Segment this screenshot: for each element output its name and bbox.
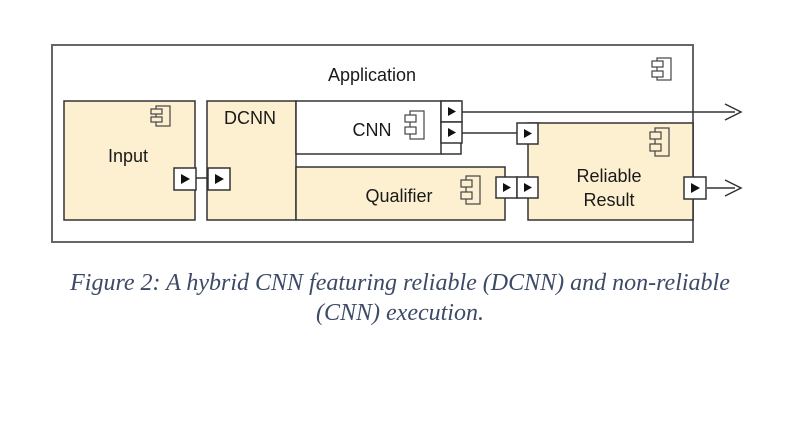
application-label: Application bbox=[328, 65, 416, 85]
play-triangle-icon bbox=[181, 174, 190, 184]
reliable-result-component: Reliable Result bbox=[527, 122, 694, 221]
input-component: Input bbox=[63, 100, 196, 221]
play-triangle-icon bbox=[524, 183, 532, 192]
component-icon bbox=[404, 110, 425, 140]
play-triangle-icon bbox=[448, 128, 456, 137]
play-triangle-icon bbox=[448, 107, 456, 116]
cnn-component: CNN bbox=[295, 100, 462, 155]
dcnn-label: DCNN bbox=[224, 108, 276, 128]
arrowhead-icon bbox=[724, 103, 743, 121]
figure-caption-line2: (CNN) execution. bbox=[316, 300, 484, 326]
port-input-out bbox=[173, 167, 197, 191]
port-result-in-2 bbox=[516, 176, 539, 199]
port-dcnn-in bbox=[207, 167, 231, 191]
qualifier-component: Qualifier bbox=[295, 166, 506, 221]
input-label: Input bbox=[108, 146, 148, 166]
component-icon bbox=[150, 105, 171, 127]
connectors bbox=[196, 103, 743, 197]
play-triangle-icon bbox=[524, 129, 532, 138]
component-icon bbox=[651, 57, 672, 81]
port-result-out bbox=[683, 176, 707, 200]
component-icon bbox=[649, 127, 670, 157]
play-triangle-icon bbox=[691, 183, 700, 193]
port-qualifier-out bbox=[495, 176, 518, 199]
input-box bbox=[63, 100, 196, 221]
qualifier-label: Qualifier bbox=[365, 186, 432, 206]
play-triangle-icon bbox=[503, 183, 511, 192]
reliable-result-label-line2: Result bbox=[583, 190, 634, 210]
dcnn-box bbox=[206, 100, 297, 221]
play-triangle-icon bbox=[215, 174, 224, 184]
cnn-label: CNN bbox=[353, 120, 392, 140]
dcnn-component: DCNN bbox=[206, 100, 297, 221]
port-cnn-out-1 bbox=[440, 100, 463, 123]
architecture-diagram: Application Input DCNN CNN bbox=[51, 44, 743, 243]
arrowhead-icon bbox=[724, 179, 743, 197]
port-result-in-1 bbox=[516, 122, 539, 145]
component-icon bbox=[460, 175, 481, 205]
figure-caption-line1: Figure 2: A hybrid CNN featuring reliabl… bbox=[70, 270, 730, 296]
port-cnn-out-2 bbox=[440, 121, 463, 144]
ports bbox=[173, 100, 707, 200]
reliable-result-label-line1: Reliable bbox=[576, 166, 641, 186]
